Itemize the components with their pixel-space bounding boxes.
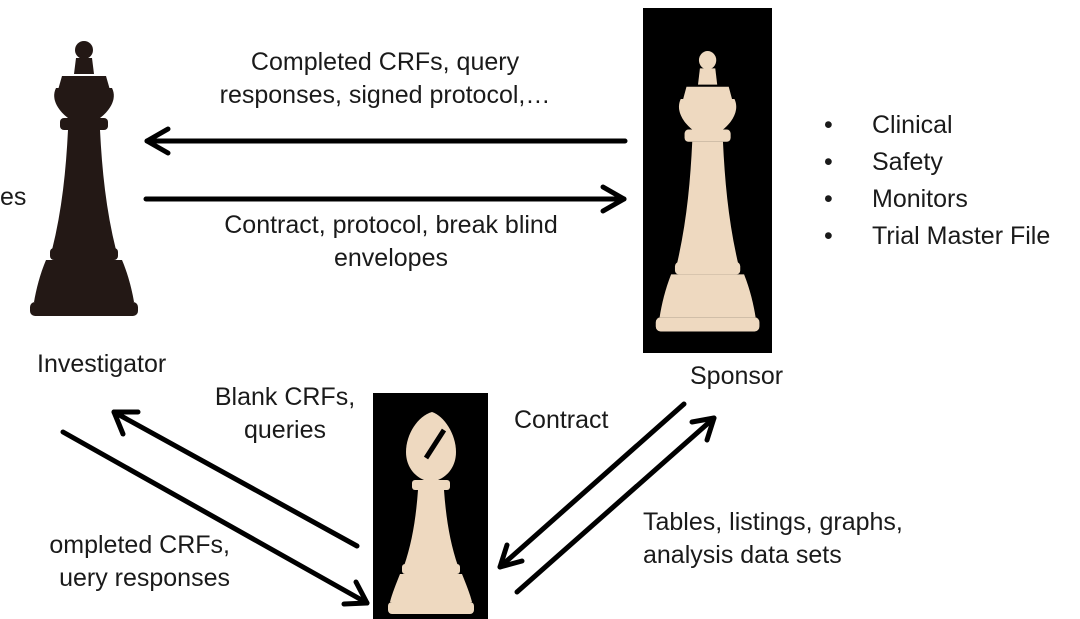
- edge-label-line: responses, signed protocol,…: [219, 81, 551, 109]
- edge-label-line: Tables, listings, graphs,: [643, 508, 903, 536]
- cropped-left-label: es: [0, 183, 27, 211]
- sponsor-to-investigator-label: Completed CRFs, query responses, signed …: [180, 46, 590, 112]
- sponsor-role-item: Safety: [820, 144, 1050, 181]
- cro-piece-icon: [388, 412, 474, 614]
- edge-label-line: uery responses: [59, 564, 230, 592]
- sponsor-role-item: Clinical: [820, 107, 1050, 144]
- cro-to-investigator-arrow: [111, 409, 360, 549]
- edge-label-line: envelopes: [334, 244, 448, 272]
- cro-to-sponsor-arrow: [514, 415, 717, 595]
- edge-label-line: analysis data sets: [643, 541, 842, 569]
- sponsor-roles-list: Clinical Safety Monitors Trial Master Fi…: [820, 107, 1050, 255]
- sponsor-piece-icon: [655, 51, 760, 332]
- investigator-piece-icon: [30, 41, 138, 316]
- edge-label-line: Completed CRFs, query: [250, 48, 520, 76]
- edge-label-line: Blank CRFs,: [214, 383, 356, 411]
- sponsor-role-item: Monitors: [820, 181, 1050, 218]
- sponsor-to-cro-arrow: [497, 401, 687, 570]
- investigator-to-cro-arrow: [60, 429, 370, 607]
- edge-label-line: ompleted CRFs,: [49, 531, 230, 559]
- investigator-to-cro-label: ompleted CRFs, uery responses: [0, 529, 230, 595]
- sponsor-to-investigator-arrow: [144, 126, 628, 156]
- investigator-to-sponsor-label: Contract, protocol, break blind envelope…: [178, 209, 604, 275]
- investigator-label: Investigator: [37, 350, 167, 378]
- sponsor-label: Sponsor: [690, 362, 784, 390]
- edge-label-line: queries: [244, 416, 326, 444]
- cro-to-sponsor-label: Tables, listings, graphs, analysis data …: [643, 506, 903, 572]
- sponsor-role-item: Trial Master File: [820, 218, 1050, 255]
- investigator-to-sponsor-arrow: [143, 184, 627, 214]
- edge-label-line: Contract, protocol, break blind: [224, 211, 558, 239]
- sponsor-to-cro-label: Contract: [514, 406, 609, 434]
- cro-to-investigator-label: Blank CRFs, queries: [200, 381, 370, 447]
